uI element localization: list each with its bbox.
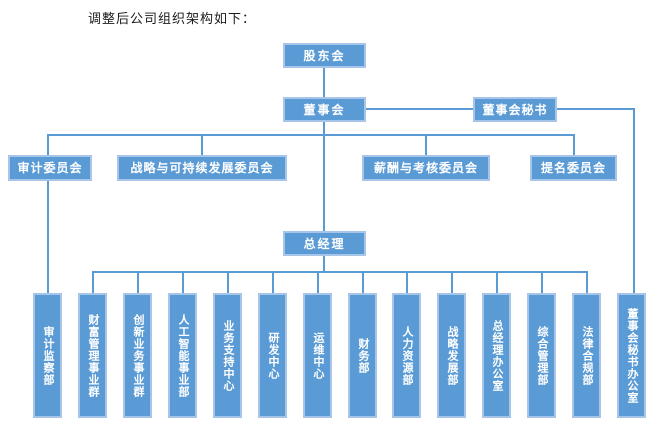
org-node-hr-dept: 人力资源部 (392, 293, 421, 418)
org-node-finance-dept: 财务部 (348, 293, 377, 418)
connector-stub-strategy-committee (201, 134, 203, 155)
org-node-nomination-committee: 提名委员会 (530, 155, 617, 181)
org-node-ai-business-dept: 人工智能事业部 (168, 293, 197, 418)
page-title: 调整后公司组织架构如下： (88, 11, 257, 26)
org-node-shareholders-meeting: 股东会 (283, 43, 366, 68)
org-node-general-manager: 总经理 (283, 231, 366, 256)
org-node-board-of-directors: 董事会 (283, 97, 366, 122)
connector-stub-dept-business-support (227, 271, 229, 293)
connector-board-to-secretary (366, 108, 473, 110)
connector-stub-dept-rd (272, 271, 274, 293)
connector-stub-dept-ai (182, 271, 184, 293)
org-node-business-support-center: 业务支持中心 (213, 293, 242, 418)
connector-department-bus (92, 271, 587, 273)
org-node-board-secretary-office: 董事会秘书办公室 (617, 293, 646, 418)
connector-board-to-gm (323, 122, 325, 231)
connector-stub-dept-operations (317, 271, 319, 293)
org-node-audit-supervision-dept: 审计监察部 (33, 293, 62, 418)
connector-stub-dept-legal (586, 271, 588, 293)
connector-committee-bus (47, 134, 574, 136)
org-node-rd-center: 研发中心 (258, 293, 287, 418)
connector-gm-down (323, 256, 325, 272)
connector-stub-dept-wealth (92, 271, 94, 293)
org-node-general-management-dept: 综合管理部 (527, 293, 556, 418)
org-node-strategy-sustainable-development-committee: 战略与可持续发展委员会 (117, 155, 287, 181)
org-node-remuneration-assessment-committee: 薪酬与考核委员会 (362, 155, 490, 181)
org-node-innovation-business-group: 创新业务事业群 (123, 293, 152, 418)
org-node-audit-committee: 审计委员会 (8, 155, 92, 181)
org-node-board-secretary: 董事会秘书 (473, 97, 557, 122)
connector-stub-dept-strategy (451, 271, 453, 293)
connector-stub-remuneration-committee (425, 134, 427, 155)
connector-secretary-elbow-horizontal (557, 108, 634, 110)
connector-stub-dept-innovation (137, 271, 139, 293)
connector-stub-dept-gm-office (496, 271, 498, 293)
org-node-operations-center: 运维中心 (303, 293, 332, 418)
org-node-strategy-development-dept: 战略发展部 (437, 293, 466, 418)
connector-stub-dept-hr (406, 271, 408, 293)
connector-stub-audit-committee (47, 134, 49, 155)
org-node-legal-compliance-dept: 法律合规部 (572, 293, 601, 418)
connector-stub-dept-finance (362, 271, 364, 293)
org-node-gm-office: 总经理办公室 (482, 293, 511, 418)
connector-stub-nomination-committee (573, 134, 575, 155)
connector-audit-committee-to-audit-dept (47, 181, 49, 293)
org-node-wealth-management-group: 财富管理事业群 (78, 293, 107, 418)
connector-secretary-to-secretary-office (633, 108, 635, 293)
connector-shareholders-to-board (323, 68, 325, 97)
connector-stub-dept-general-management (541, 271, 543, 293)
